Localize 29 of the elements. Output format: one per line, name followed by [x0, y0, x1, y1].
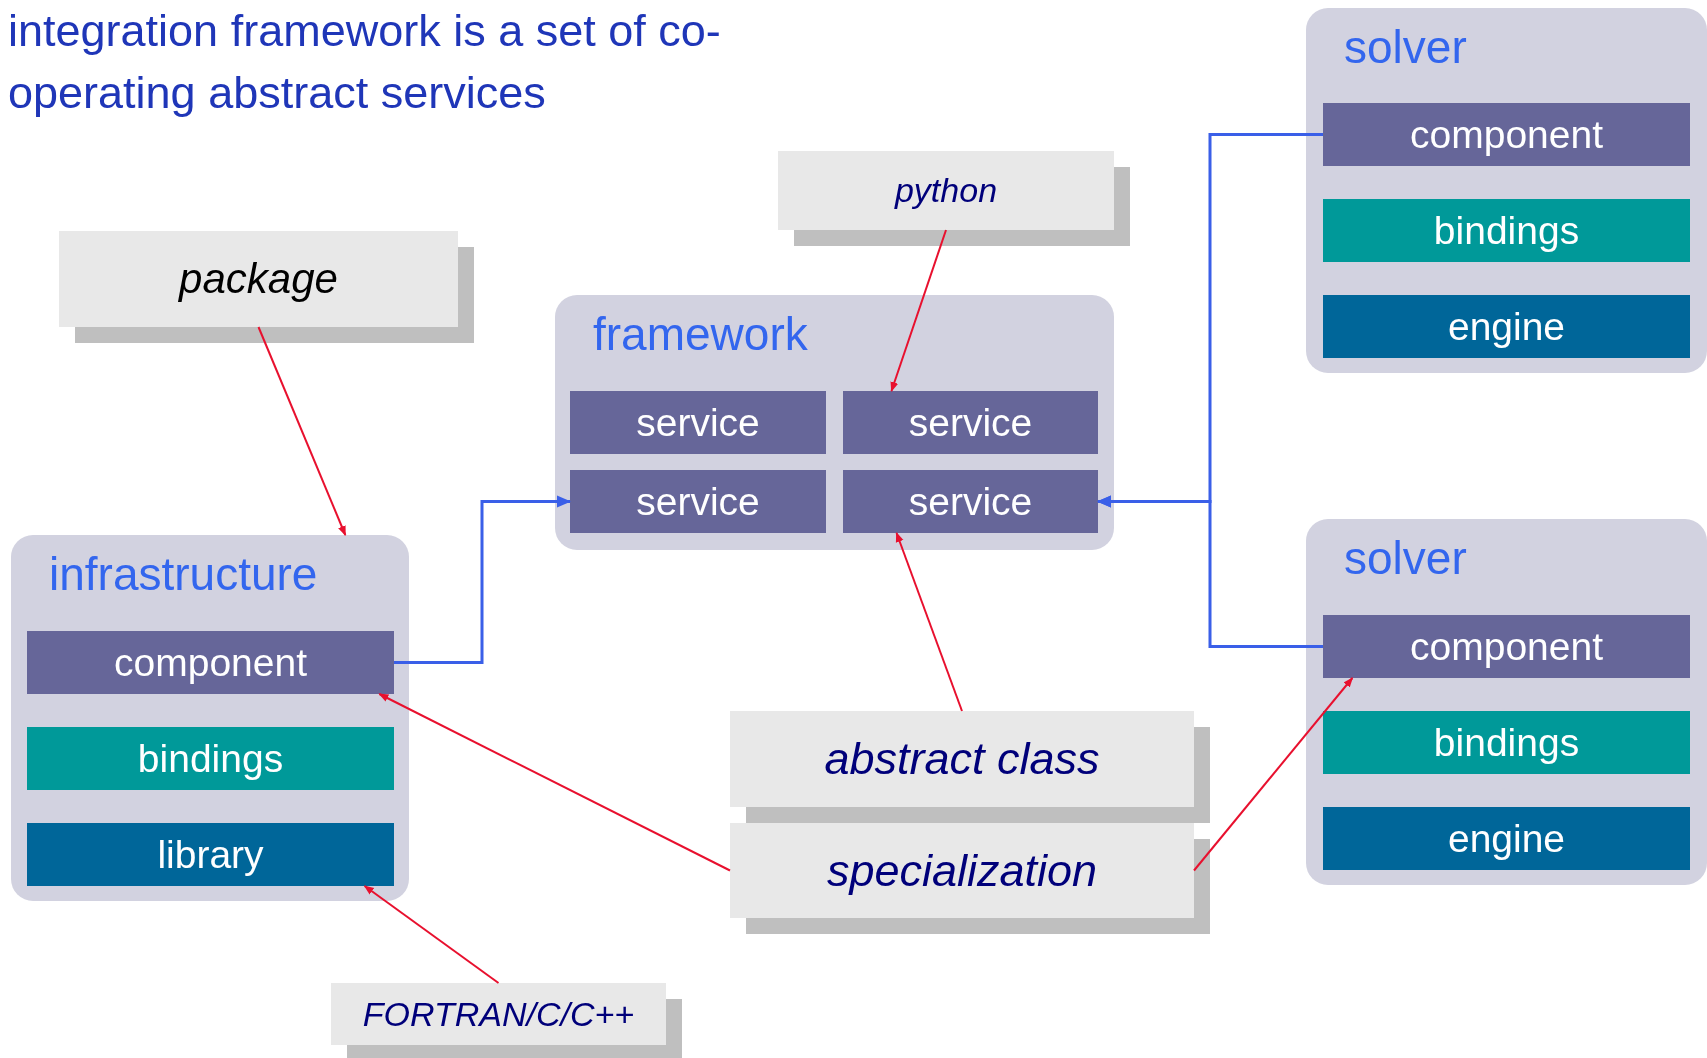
- arrow: [895, 532, 963, 712]
- component-block: service: [843, 470, 1098, 533]
- component-block: library: [27, 823, 394, 886]
- component-block: component: [1323, 615, 1690, 678]
- component-block: service: [843, 391, 1098, 454]
- arrow: [257, 326, 347, 536]
- group-panel: [555, 295, 1114, 550]
- component-block: component: [27, 631, 394, 694]
- arrow: [1193, 677, 1354, 872]
- group-panel: [1306, 519, 1707, 885]
- arrow: [378, 693, 731, 872]
- component-block: bindings: [1323, 711, 1690, 774]
- arrow: [1097, 495, 1323, 648]
- component-block: service: [570, 470, 826, 533]
- component-block: engine: [1323, 807, 1690, 870]
- component-block: service: [570, 391, 826, 454]
- group-panel: [11, 535, 409, 901]
- component-block: component: [1323, 103, 1690, 166]
- group-panel: [1306, 8, 1707, 373]
- group-title: infrastructure: [49, 547, 318, 601]
- group-title: solver: [1344, 531, 1467, 585]
- component-block: engine: [1323, 295, 1690, 358]
- component-block: bindings: [1323, 199, 1690, 262]
- component-block: bindings: [27, 727, 394, 790]
- group-title: solver: [1344, 20, 1467, 74]
- group-title: framework: [593, 307, 808, 361]
- slide-title: integration framework is a set of co-operating abstract services: [8, 4, 722, 120]
- arrow: [394, 495, 571, 664]
- arrow: [363, 885, 500, 984]
